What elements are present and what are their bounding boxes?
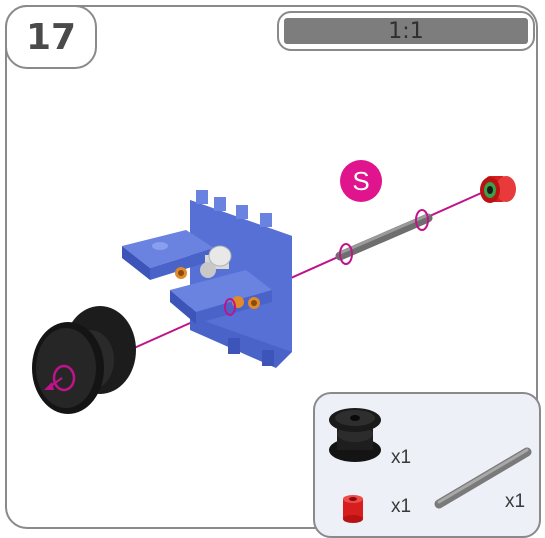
s-badge: S: [340, 160, 382, 202]
scale-indicator: 1:1: [277, 11, 535, 51]
step-number-box: 17: [5, 5, 97, 69]
pulley-quantity: x1: [391, 447, 411, 469]
pulley-icon: [327, 404, 383, 466]
black-pulley-wheel: [32, 306, 136, 414]
s-badge-label: S: [352, 166, 369, 196]
step-number: 17: [26, 17, 76, 58]
grey-axle: [340, 210, 428, 264]
red-bushing: [480, 176, 516, 203]
scale-bar: 1:1: [284, 18, 528, 44]
scale-label: 1:1: [388, 19, 423, 44]
parts-list: x1 x1 x1: [313, 392, 541, 538]
axle-quantity: x1: [505, 491, 525, 513]
bushing-icon: [341, 493, 365, 523]
bushing-quantity: x1: [391, 496, 411, 518]
